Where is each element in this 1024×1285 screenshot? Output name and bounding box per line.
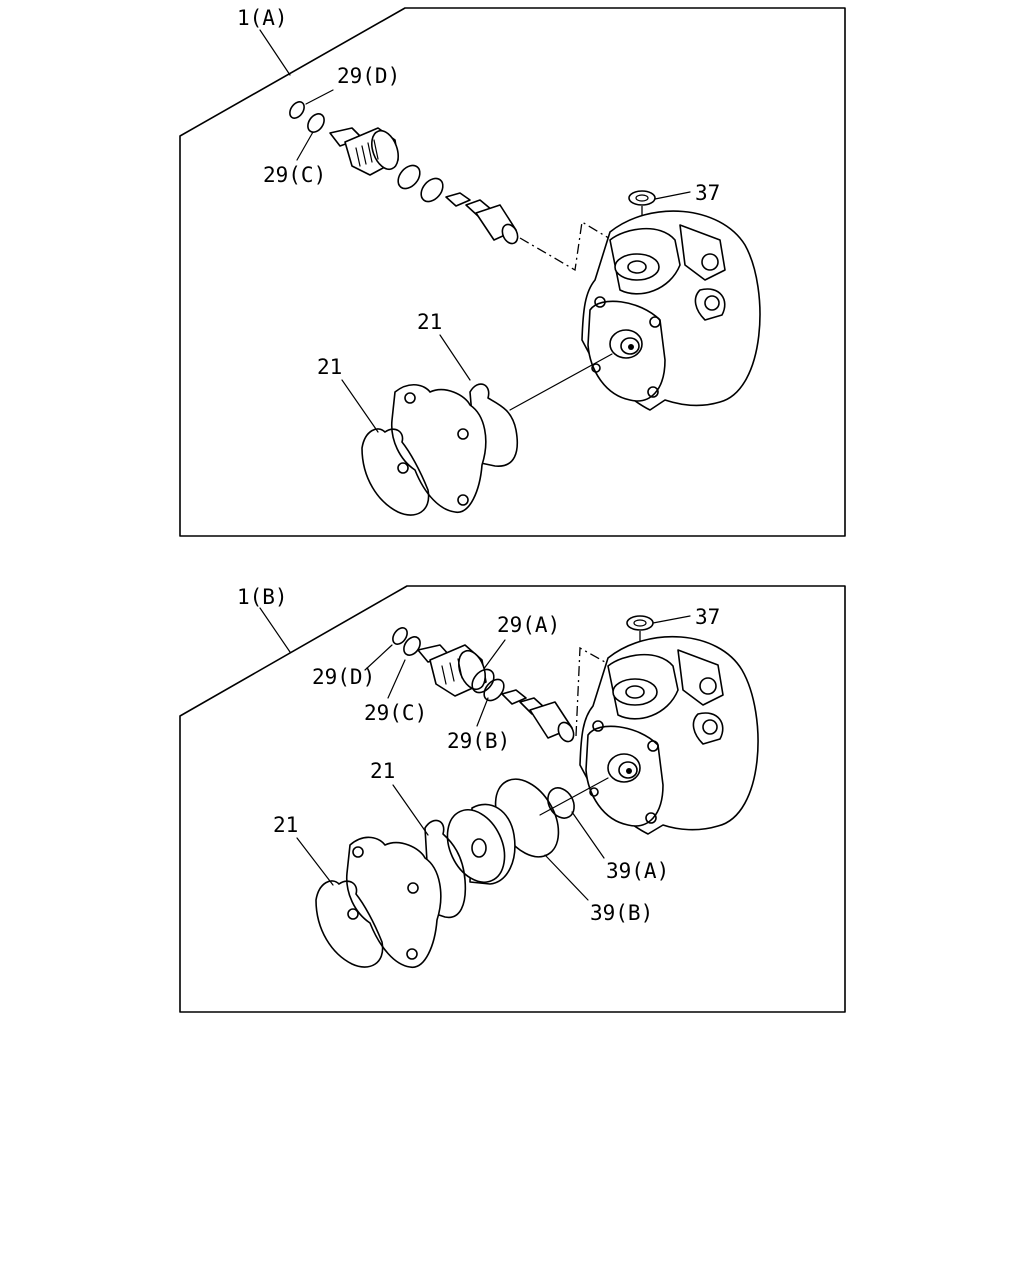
washer-37-hole	[635, 194, 649, 202]
leader-title-b	[259, 607, 291, 653]
callout-21-outer-b: 21	[370, 759, 395, 783]
panel-b: 1(B) 29(A) 29(D) 29(C) 29(B) 37 21 21 39…	[179, 585, 846, 1013]
callout-29d: 29(D)	[337, 64, 400, 88]
gasket-21-inner	[361, 428, 430, 516]
o-ring-29a-b	[471, 668, 495, 694]
gasket-21-inner-b	[315, 880, 384, 968]
o-ring-29b-a	[397, 164, 421, 190]
leader-39b	[544, 854, 589, 901]
assembly-line-a1	[519, 220, 613, 272]
gasket-21-outer-b	[424, 819, 467, 919]
leader-37	[654, 191, 691, 200]
callout-21-outer: 21	[417, 310, 442, 334]
leader-37-b	[652, 615, 691, 624]
panel-a-title: 1(A)	[237, 6, 288, 30]
panel-b-frame	[179, 585, 846, 1013]
leader-title-a	[259, 29, 291, 76]
assembly-line-b1	[575, 646, 613, 737]
callout-29c: 29(C)	[263, 163, 326, 187]
panel-a: 1(A) 29(D) 29(C) 37 21 21	[179, 6, 846, 537]
washer-37-b-hole	[633, 619, 647, 627]
relief-valve-body	[329, 127, 399, 176]
leader-39a	[571, 811, 605, 859]
pump-cover	[390, 384, 487, 513]
pump-housing	[581, 210, 761, 411]
callout-29b: 29(B)	[447, 729, 510, 753]
callout-29d-b: 29(D)	[312, 665, 375, 689]
leader-21-outer-b	[392, 784, 429, 836]
leader-29d-b	[364, 644, 393, 671]
panel-a-frame	[179, 7, 846, 537]
leader-29d	[305, 89, 334, 105]
callout-29a: 29(A)	[497, 613, 560, 637]
callout-37-b: 37	[695, 605, 720, 629]
callout-39a: 39(A)	[606, 859, 669, 883]
leader-29a	[482, 639, 506, 671]
o-ring-29d	[289, 101, 305, 119]
leader-21-inner	[341, 379, 379, 433]
valve-spool-b	[501, 689, 575, 743]
o-ring-29c-b	[403, 636, 421, 656]
leader-21-outer	[439, 334, 471, 381]
shaft-line-a	[509, 353, 613, 411]
leader-21-inner-b	[296, 837, 334, 886]
callout-21-inner-b: 21	[273, 813, 298, 837]
panel-b-title: 1(B)	[237, 585, 288, 609]
washer-37	[628, 190, 656, 206]
o-ring-29d-b	[392, 627, 408, 645]
callout-37: 37	[695, 181, 720, 205]
callout-21-inner: 21	[317, 355, 342, 379]
leader-29b	[476, 697, 489, 727]
o-ring-29a-a	[420, 177, 444, 203]
callout-29c-b: 29(C)	[364, 701, 427, 725]
pressure-plate	[446, 803, 516, 885]
pump-housing-b	[579, 635, 759, 835]
o-ring-29b-b	[483, 678, 505, 702]
gasket-21-outer	[469, 383, 519, 467]
pump-cover-b	[345, 836, 442, 968]
callout-39b: 39(B)	[590, 901, 653, 925]
leader-29c-b	[387, 659, 406, 699]
washer-37-b	[626, 615, 654, 631]
relief-valve-body-b	[417, 644, 487, 697]
leader-29c	[296, 131, 314, 161]
o-ring-29c	[307, 113, 325, 133]
valve-spool	[445, 192, 519, 245]
o-ring-39a	[547, 787, 575, 819]
